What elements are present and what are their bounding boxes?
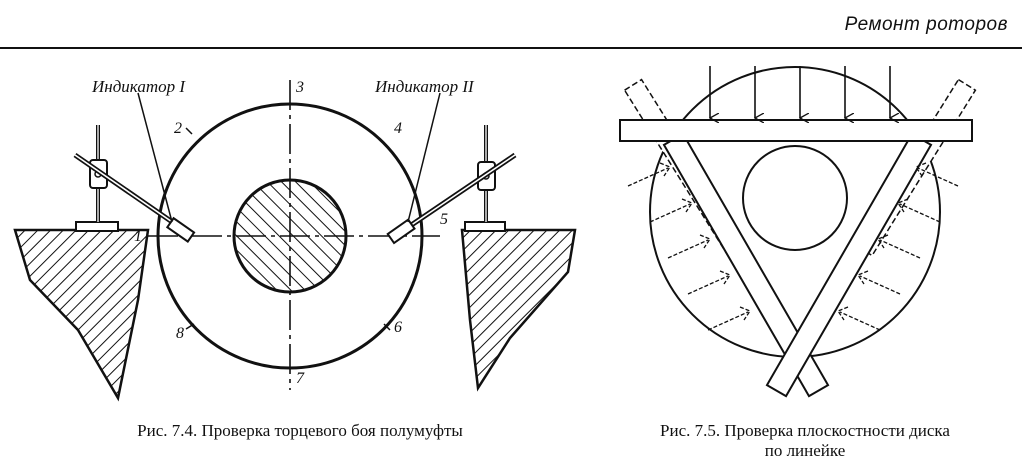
left-indicator-tip <box>165 216 196 243</box>
indicator-left-label: Индикатор I <box>91 77 186 96</box>
running-head: Ремонт роторов <box>844 14 1008 35</box>
dashed-arrows-left <box>627 162 751 331</box>
point-label-1: 1 <box>134 228 142 245</box>
right-indicator-leader <box>407 92 441 223</box>
point-label-8: 8 <box>176 325 184 342</box>
point-label-6: 6 <box>394 319 402 336</box>
dashed-arrows-right <box>837 162 959 331</box>
straightedge-horizontal <box>619 119 973 142</box>
page-header: Ремонт роторов <box>0 0 1022 49</box>
left-support-base <box>13 228 150 402</box>
figure-7-5-caption: Рис. 7.5. Проверка плоскостности диска п… <box>610 421 1000 461</box>
indicator-right-label: Индикатор II <box>374 77 475 96</box>
right-support-plate <box>464 221 506 232</box>
point-label-3: 3 <box>295 79 304 96</box>
point-label-2: 2 <box>174 120 182 137</box>
point-label-4: 4 <box>394 120 402 137</box>
figure-7-4: Индикатор I Индикатор II 1 2 3 4 5 6 7 8 <box>13 77 577 402</box>
figure-7-5-caption-line1: Рис. 7.5. Проверка плоскостности диска <box>660 421 950 440</box>
point-label-5: 5 <box>440 211 448 228</box>
right-support-base <box>460 228 577 392</box>
point-label-7: 7 <box>296 370 305 387</box>
left-support-plate <box>75 221 119 232</box>
header-rule <box>0 47 1022 49</box>
left-indicator-leader <box>137 92 173 223</box>
figure-7-5-caption-line2: по линейке <box>764 441 846 460</box>
figure-7-5 <box>619 66 977 398</box>
disk-hub <box>742 145 848 251</box>
pressure-arrows <box>710 66 890 118</box>
right-indicator-tip <box>386 218 416 245</box>
figure-7-4-caption: Рис. 7.4. Проверка торцевого боя полумуф… <box>137 421 463 440</box>
